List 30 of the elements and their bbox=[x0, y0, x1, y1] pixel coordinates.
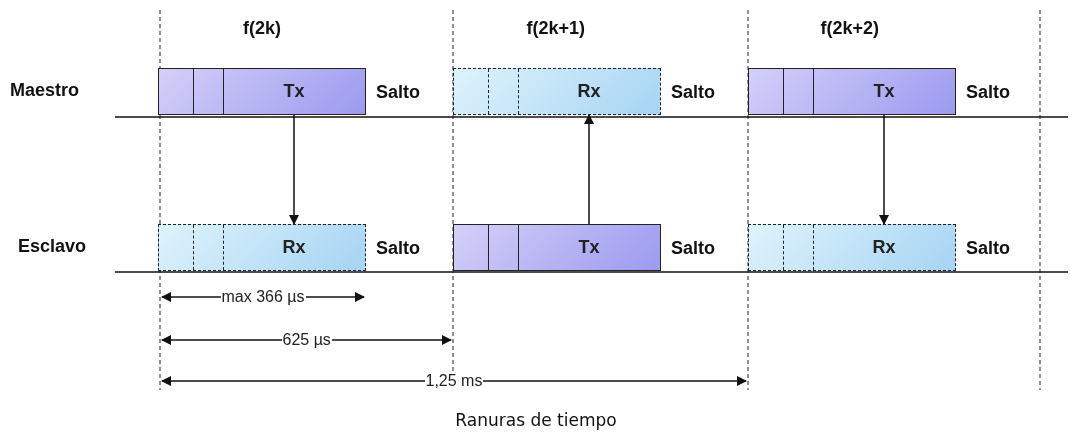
packet-box bbox=[748, 68, 956, 115]
dimension-label: 625 µs bbox=[281, 331, 332, 349]
arrow bbox=[289, 114, 299, 225]
packet-box bbox=[453, 224, 661, 271]
row-label: Esclavo bbox=[18, 236, 87, 256]
packet-label: Tx bbox=[873, 81, 895, 102]
packet-box bbox=[748, 224, 956, 271]
frequency-label: f(2k+2) bbox=[820, 18, 880, 38]
dimension-label: max 366 µs bbox=[220, 288, 306, 306]
hop-label: Salto bbox=[966, 82, 1010, 102]
packet-box bbox=[158, 68, 366, 115]
frequency-label: f(2k) bbox=[243, 18, 281, 38]
frequency-label: f(2k+1) bbox=[526, 18, 586, 38]
packet-label: Rx bbox=[577, 81, 601, 102]
packet-label: Tx bbox=[283, 81, 305, 102]
row-label: Maestro bbox=[10, 80, 80, 100]
hop-label: Salto bbox=[671, 238, 715, 258]
packet-label: Rx bbox=[282, 237, 306, 258]
hop-label: Salto bbox=[966, 238, 1010, 258]
dimension-label: 1,25 ms bbox=[424, 372, 484, 390]
packet-label: Tx bbox=[578, 237, 600, 258]
arrow bbox=[584, 114, 594, 225]
hop-label: Salto bbox=[671, 82, 715, 102]
packet-box bbox=[453, 68, 661, 115]
hop-label: Salto bbox=[376, 238, 420, 258]
packet-box bbox=[158, 224, 366, 271]
caption: Ranuras de tiempo bbox=[454, 410, 618, 430]
hop-label: Salto bbox=[376, 82, 420, 102]
packet-label: Rx bbox=[872, 237, 896, 258]
arrow bbox=[879, 114, 889, 225]
